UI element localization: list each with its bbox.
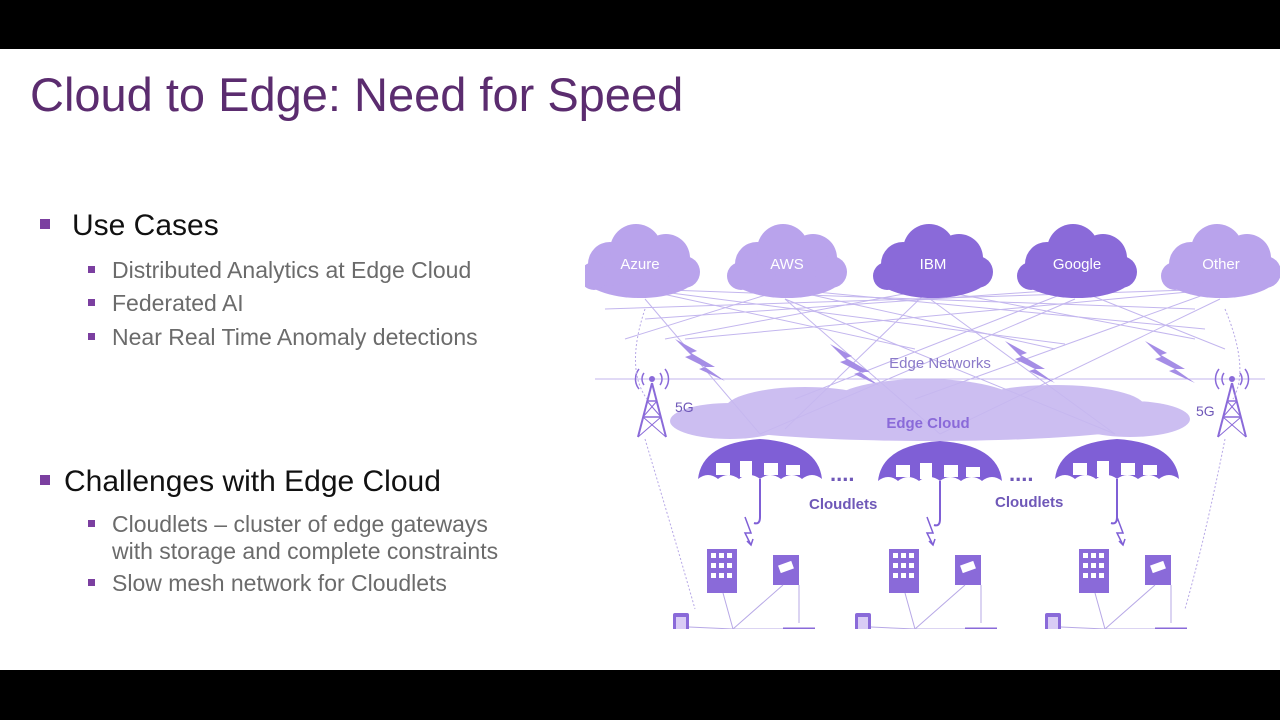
edge-cloud-diagram: Azure AWS IBM Google Other Edge Networks [585,169,1280,629]
bullet-square-icon [88,520,95,527]
list-item-text: Slow mesh network for Cloudlets [112,570,447,596]
list-item-text-line1: Cloudlets – cluster of edge gateways [112,511,488,537]
edge-cloud-label: Edge Cloud [886,415,969,432]
lightning-icon [675,339,725,381]
cloud-label: Other [1202,256,1240,273]
device-cluster [671,515,818,629]
list-item-text: Federated AI [112,290,244,316]
lightning-icon [1145,341,1195,383]
bullet-square-icon [88,299,95,306]
section-use-cases: Use Cases [40,209,219,243]
list-item-text: Near Real Time Anomaly detections [112,324,478,350]
edge-networks-label: Edge Networks [889,355,991,372]
cloud-label: IBM [920,256,947,273]
cloudlets-label: Cloudlets [995,494,1063,511]
lightning-icon [830,344,880,386]
device-cluster [853,515,1000,629]
section-challenges: Challenges with Edge Cloud [40,465,441,499]
tower-label-right: 5G [1196,403,1215,419]
bullet-square-icon [40,219,50,229]
cloudlet-umbrella-icon [697,438,823,525]
cloudlet-umbrella-icon [877,440,1003,527]
cloudlets-label: Cloudlets [809,496,877,513]
slide-title: Cloud to Edge: Need for Speed [30,68,684,121]
bullet-square-icon [40,475,50,485]
cloud-label: Azure [620,256,659,273]
cloudlet-umbrella-icon [1054,438,1180,525]
device-cluster [1043,515,1190,629]
bullet-square-icon [88,579,95,586]
ellipsis: .... [830,461,854,486]
edge-cloud-shape [670,379,1190,441]
cloud-label: AWS [770,256,804,273]
tower-links [635,308,1241,610]
list-item-text: Distributed Analytics at Edge Cloud [112,257,472,283]
bullet-square-icon [88,266,95,273]
ellipsis: .... [1009,461,1033,486]
mesh-lines [595,288,1265,435]
cloud-label: Google [1053,256,1101,273]
section-heading: Use Cases [72,209,219,242]
tower-label-left: 5G [675,399,694,415]
section-heading: Challenges with Edge Cloud [64,465,441,498]
list-item-text-line2: with storage and complete constraints [112,538,499,564]
slide: Cloud to Edge: Need for Speed Use Cases … [0,49,1280,670]
cloud-providers: Azure AWS IBM Google Other [585,224,1280,298]
bullet-square-icon [88,333,95,340]
